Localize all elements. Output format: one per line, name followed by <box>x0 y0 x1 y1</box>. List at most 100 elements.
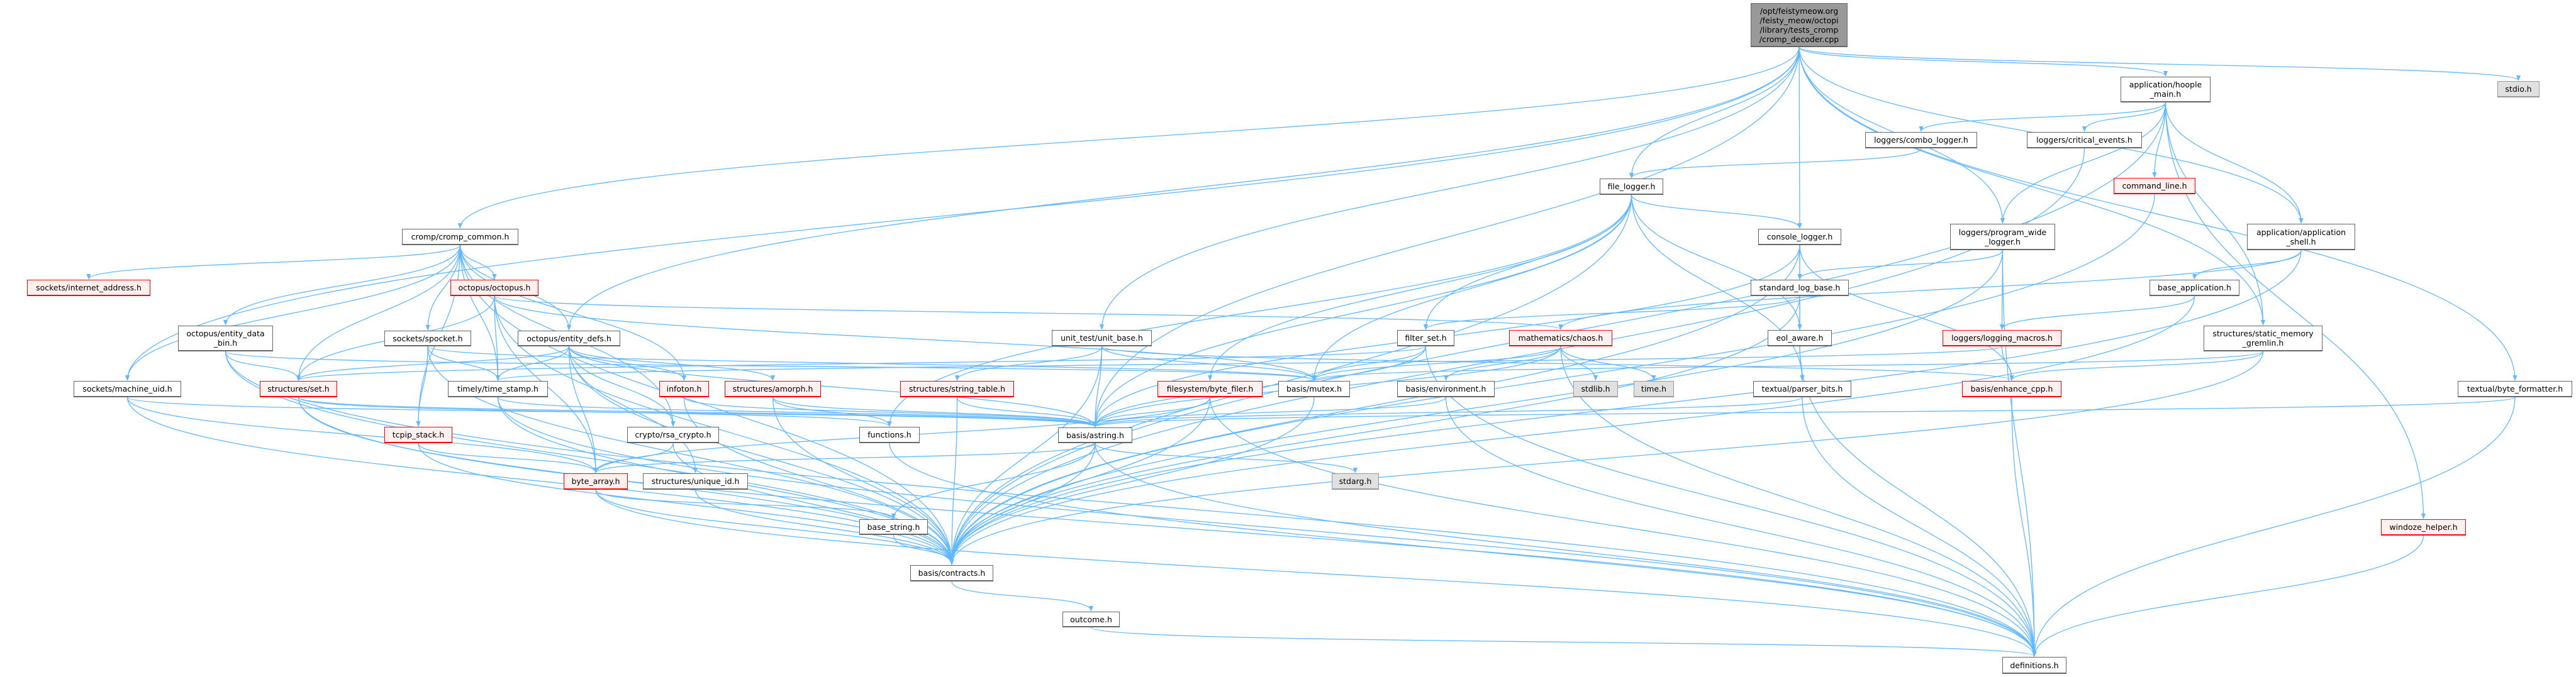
node-contracts[interactable]: basis/contracts.h <box>910 565 993 581</box>
node-tcpip[interactable]: tcpip_stack.h <box>384 427 452 443</box>
edge-baseapp-to-logmacros <box>1999 295 2195 330</box>
edge-basestring-to-contracts <box>893 534 954 565</box>
edge-root-to-machuid <box>125 47 1800 381</box>
edge-file_logger-to-astring <box>1093 194 1632 427</box>
node-basestring[interactable]: base_string.h <box>859 519 928 535</box>
node-astring[interactable]: basis/astring.h <box>1058 427 1132 443</box>
node-bytefmt[interactable]: textual/byte_formatter.h <box>2458 381 2572 397</box>
edge-hoople-to-windoze <box>2165 102 2426 519</box>
node-octopus[interactable]: octopus/octopus.h <box>450 280 538 296</box>
node-stdlog[interactable]: standard_log_base.h <box>1751 280 1849 296</box>
node-windoze[interactable]: windoze_helper.h <box>2381 519 2466 536</box>
edge-logmacros-to-timestamp <box>496 346 2003 381</box>
edge-contracts-to-outcome <box>951 581 1094 612</box>
edge-parserbits-to-definitions <box>1802 397 2037 657</box>
edge-rsa-to-contracts <box>672 443 954 565</box>
node-filterset[interactable]: filter_set.h <box>1397 330 1454 346</box>
edge-gremlin-to-enhance <box>2009 351 2264 381</box>
edge-parserbits-to-astring <box>1093 397 1803 427</box>
edge-file_logger-to-parserbits <box>1631 194 1805 381</box>
edge-astring-to-definitions <box>1095 443 2037 657</box>
edge-bytefmt-to-definitions <box>2032 397 2516 657</box>
node-uniqueid[interactable]: structures/unique_id.h <box>643 473 748 490</box>
edge-edefs-to-contracts <box>568 346 954 565</box>
node-pwl[interactable]: loggers/program_wide _logger.h <box>1950 224 2055 250</box>
node-bytearray[interactable]: byte_array.h <box>564 473 628 490</box>
edge-timestamp-to-definitions <box>497 397 2037 657</box>
node-inet[interactable]: sockets/internet_address.h <box>27 280 150 296</box>
edge-root-to-edefs <box>566 47 1800 331</box>
node-mutex[interactable]: basis/mutex.h <box>1278 381 1350 397</box>
edge-cromp-to-timestamp <box>459 245 501 381</box>
edge-machuid-to-contracts <box>126 397 954 565</box>
edge-set-to-definitions <box>298 397 2037 657</box>
node-baseapp[interactable]: base_application.h <box>2149 280 2239 296</box>
node-definitions[interactable]: definitions.h <box>2002 657 2066 674</box>
edge-appshell-to-contracts <box>949 250 2302 565</box>
node-cmdline[interactable]: command_line.h <box>2114 178 2195 194</box>
node-set[interactable]: structures/set.h <box>260 381 337 397</box>
node-appshell[interactable]: application/application _shell.h <box>2247 224 2355 250</box>
edge-environment-to-definitions <box>1445 397 2037 657</box>
edge-unitbase-to-enhance <box>1101 346 2014 381</box>
edge-edefs-to-set <box>296 346 570 381</box>
node-gremlin[interactable]: structures/static_memory _gremlin.h <box>2204 326 2322 351</box>
node-rsa[interactable]: crypto/rsa_crypto.h <box>627 427 719 443</box>
edge-gremlin-to-mutex <box>1312 351 2264 381</box>
node-chaos[interactable]: mathematics/chaos.h <box>1509 330 1612 346</box>
edge-infoton-to-astring <box>683 397 1098 427</box>
edge-appshell-to-chaos <box>1558 250 2302 330</box>
edge-combo-to-file_logger <box>1629 148 1922 179</box>
node-outcome[interactable]: outcome.h <box>1062 612 1120 627</box>
node-edbin[interactable]: octopus/entity_data _bin.h <box>178 326 273 351</box>
node-edefs[interactable]: octopus/entity_defs.h <box>518 331 620 346</box>
edge-edefs-to-timestamp <box>495 346 570 381</box>
node-timestamp[interactable]: timely/time_stamp.h <box>448 381 548 397</box>
edge-console-to-enhance <box>1799 245 2014 381</box>
node-file-logger[interactable]: file_logger.h <box>1600 179 1663 195</box>
edge-chaos-to-definitions <box>1560 346 2037 657</box>
node-strtable[interactable]: structures/string_table.h <box>900 381 1014 397</box>
node-bytefiler[interactable]: filesystem/byte_filer.h <box>1157 381 1263 397</box>
edge-uniqueid-to-contracts <box>694 489 954 565</box>
edge-chaos-to-environment <box>1443 346 1561 381</box>
edge-astring-to-bytearray <box>593 443 1096 473</box>
node-functions[interactable]: functions.h <box>859 427 920 443</box>
edge-edbin-to-set <box>225 351 301 381</box>
edge-astring-to-contracts <box>949 443 1096 565</box>
node-cromp[interactable]: cromp/cromp_common.h <box>402 229 518 245</box>
node-spocket[interactable]: sockets/spocket.h <box>384 331 471 346</box>
edge-hoople-to-critical <box>2082 102 2166 132</box>
edge-chaos-to-timeh <box>1560 346 1656 381</box>
node-timeh: time.h <box>1634 381 1674 397</box>
edge-file_logger-to-eol <box>1631 194 1802 330</box>
node-machuid[interactable]: sockets/machine_uid.h <box>74 381 181 397</box>
edge-rsa-to-bytearray <box>593 443 674 473</box>
node-environment[interactable]: basis/environment.h <box>1397 381 1495 397</box>
node-unitbase[interactable]: unit_test/unit_base.h <box>1052 330 1152 346</box>
node-logmacros[interactable]: loggers/logging_macros.h <box>1943 330 2061 346</box>
node-infoton[interactable]: infoton.h <box>659 381 709 397</box>
edge-root-to-file_logger <box>1629 47 1800 179</box>
edge-octopus-to-mutex <box>494 295 1317 381</box>
edge-edbin-to-definitions <box>225 351 2037 657</box>
node-critical[interactable]: loggers/critical_events.h <box>2027 132 2142 148</box>
edge-machuid-to-bytearray <box>126 397 598 473</box>
node-console[interactable]: console_logger.h <box>1758 229 1841 245</box>
edge-root-to-cromp <box>457 47 1800 229</box>
edge-edefs-to-bytearray <box>568 346 598 473</box>
edge-hoople-to-appshell <box>2165 102 2304 224</box>
edge-amorph-to-astring <box>772 397 1098 427</box>
edge-file_logger-to-mutex <box>1312 194 1632 381</box>
edge-filterset-to-mutex <box>1312 346 1427 381</box>
node-enhance[interactable]: basis/enhance_cpp.h <box>1962 381 2061 397</box>
edge-stdlog-to-filterset <box>1424 295 1800 330</box>
node-parserbits[interactable]: textual/parser_bits.h <box>1753 381 1851 397</box>
node-hoople[interactable]: application/hoople _main.h <box>2121 77 2211 102</box>
edge-bytefmt-to-astring <box>1093 397 2516 427</box>
node-combo[interactable]: loggers/combo_logger.h <box>1865 132 1977 148</box>
edge-root-to-bytefmt <box>1798 47 2517 381</box>
node-eol[interactable]: eol_aware.h <box>1768 330 1832 346</box>
node-amorph[interactable]: structures/amorph.h <box>725 381 821 397</box>
